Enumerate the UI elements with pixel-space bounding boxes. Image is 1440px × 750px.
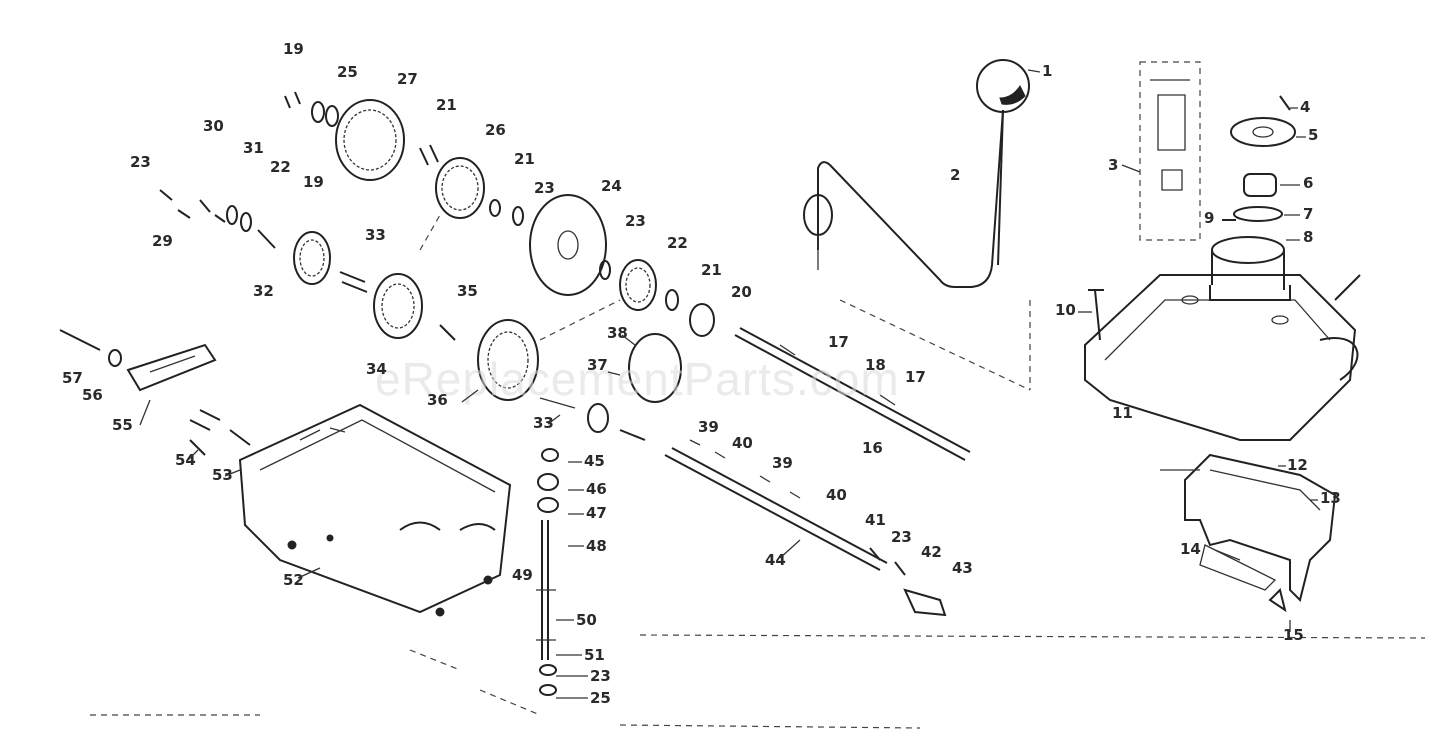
callout-26: 26 [485,121,506,139]
callout-33: 33 [365,226,386,244]
callout-21c: 21 [701,261,722,279]
callout-39: 39 [698,418,719,436]
callout-16: 16 [862,439,883,457]
callout-49: 49 [512,566,533,584]
callout-5: 5 [1308,126,1318,144]
callout-20: 20 [731,283,752,301]
callout-46: 46 [586,480,607,498]
callout-51: 51 [584,646,605,664]
callout-23: 23 [534,179,555,197]
callout-45: 45 [584,452,605,470]
callout-55: 55 [112,416,133,434]
callout-34: 34 [366,360,387,378]
callout-37: 37 [587,356,608,374]
callout-labels: 1 2 3 4 5 6 7 8 9 10 11 12 13 14 15 16 1… [62,40,1341,707]
callout-14: 14 [1180,540,1201,558]
callout-40: 40 [732,434,753,452]
callout-31: 31 [243,139,264,157]
callout-4: 4 [1300,98,1310,116]
callout-2: 2 [950,166,960,184]
callout-17: 17 [828,333,849,351]
callout-19: 19 [283,40,304,58]
handle-group [803,59,1031,391]
callout-30: 30 [203,117,224,135]
callout-29: 29 [152,232,173,250]
base-tray-group [59,329,559,696]
callout-11: 11 [1112,404,1133,422]
watermark: eReplacementParts.com [375,353,900,405]
callout-13: 13 [1320,489,1341,507]
callout-18: 18 [865,356,886,374]
callout-42: 42 [921,543,942,561]
callout-38: 38 [607,324,628,342]
callout-43: 43 [952,559,973,577]
callout-15: 15 [1283,626,1304,644]
rail-group [664,439,947,617]
callout-54: 54 [175,451,196,469]
callout-22b: 22 [270,158,291,176]
callout-7: 7 [1303,205,1313,223]
callout-57: 57 [62,369,83,387]
callout-21b: 21 [514,150,535,168]
callout-3: 3 [1108,156,1118,174]
callout-21: 21 [436,96,457,114]
callout-27: 27 [397,70,418,88]
callout-52: 52 [283,571,304,589]
callout-40b: 40 [826,486,847,504]
callout-32: 32 [253,282,274,300]
callout-6: 6 [1303,174,1313,192]
callout-48: 48 [586,537,607,555]
callout-23d: 23 [891,528,912,546]
callout-1: 1 [1042,62,1052,80]
motor-housing-group [1084,61,1361,613]
ground-lines [90,634,1426,729]
gear-train-group [159,91,971,461]
callout-10: 10 [1055,301,1076,319]
callout-23b: 23 [625,212,646,230]
callout-25: 25 [337,63,358,81]
callout-33b: 33 [533,414,554,432]
callout-39b: 39 [772,454,793,472]
callout-36: 36 [427,391,448,409]
callout-19b: 19 [303,173,324,191]
callout-41: 41 [865,511,886,529]
callout-44: 44 [765,551,786,569]
leader-lines [139,69,1318,699]
callout-23e: 23 [590,667,611,685]
callout-24: 24 [601,177,622,195]
callout-22: 22 [667,234,688,252]
callout-47: 47 [586,504,607,522]
callout-25b: 25 [590,689,611,707]
callout-23c: 23 [130,153,151,171]
callout-50: 50 [576,611,597,629]
callout-53: 53 [212,466,233,484]
callout-12: 12 [1287,456,1308,474]
callout-17b: 17 [905,368,926,386]
callout-56: 56 [82,386,103,404]
callout-8: 8 [1303,228,1313,246]
callout-9: 9 [1204,209,1214,227]
callout-35: 35 [457,282,478,300]
